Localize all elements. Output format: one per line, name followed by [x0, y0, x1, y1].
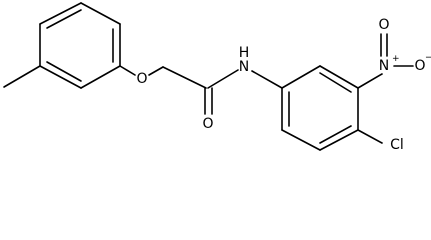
bond [80, 65, 121, 89]
tolyl-ring [39, 2, 121, 89]
amide-hydrogen: H [239, 45, 250, 61]
methyl-bond [3, 65, 41, 88]
bond [39, 65, 82, 89]
ether-oxygen: O [136, 71, 147, 87]
bond [319, 129, 359, 151]
n-aryl-bond [251, 70, 283, 89]
bond [319, 65, 359, 89]
bond [281, 65, 321, 89]
bond [80, 2, 121, 25]
nitro-oxygen-top: O [378, 17, 389, 33]
carbonyl-oxygen: O [202, 116, 213, 132]
nitro-negative-charge: − [425, 53, 431, 63]
nitro-positive-charge: + [392, 54, 400, 64]
nitro-group: N + O O − [378, 17, 431, 74]
nitro-nitrogen: N [379, 58, 389, 74]
double-bond-inner [319, 125, 352, 144]
molecule-structure: O O N H N + O O − Cl [3, 2, 431, 153]
bond [39, 2, 82, 25]
aryl-chlorine-bond [357, 129, 383, 144]
bond [281, 129, 321, 151]
double-bond-inner [46, 9, 82, 29]
amide-bond [207, 69, 239, 89]
amide-nh-label: N H [239, 45, 250, 75]
double-bond-inner [46, 61, 82, 82]
chlorine-atom: Cl [390, 137, 404, 153]
amide-nitrogen: N [239, 59, 249, 75]
aryl-nitro-bond [357, 73, 383, 89]
aryl-ether-bond [119, 65, 136, 76]
double-bond-inner [319, 72, 352, 93]
ether-ch2-bond [148, 66, 164, 76]
ch2-carbonyl-bond [162, 66, 207, 89]
nitro-oxygen-right: O [414, 58, 425, 74]
chloronitrophenyl-ring [281, 65, 359, 151]
